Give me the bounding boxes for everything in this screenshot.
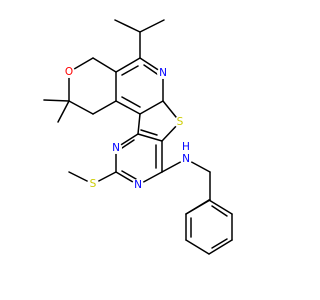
thioether-sulfur-label: S	[90, 178, 97, 190]
pyrimidine-nitrogen-top-label: N	[112, 142, 120, 154]
amine-nitrogen-label: N	[182, 153, 190, 165]
bond-thiophene-to-pyridine	[137, 113, 141, 135]
bond-gem-dimethyl-down	[57, 100, 70, 123]
atom-label-layer: O N S N N S N H	[63, 66, 192, 191]
bond-isopropyl-ch-to-methyl-right	[139, 19, 165, 33]
thiophene-sulfur-bg	[174, 116, 186, 128]
bond-phenyl-double-3	[211, 205, 228, 217]
pyridine-nitrogen-label: N	[159, 67, 167, 79]
bond-pyridine-upper-left-double	[121, 65, 139, 76]
pyrimidine-nitrogen-top-bg	[110, 142, 122, 154]
bond-pyridine-fusion	[139, 100, 164, 115]
bond-layer	[43, 19, 233, 255]
bond-isopropyl-ch-to-methyl-left	[114, 19, 141, 33]
pyran-oxygen-label: O	[65, 66, 73, 78]
bond-phenyl-double-2	[211, 238, 228, 249]
bond-pyran-cq-to-ch2	[68, 100, 94, 115]
amine-hydrogen-label: H	[182, 141, 190, 153]
bond-thiophene-c-to-c	[137, 133, 163, 142]
bond-gem-dimethyl-left	[43, 99, 70, 102]
bond-pyran-ch2-to-ring	[92, 57, 117, 73]
bond-pyrimidine-c-n-bottom-double	[121, 170, 137, 180]
bond-pyridine-lower-left	[115, 100, 141, 115]
thioether-sulfur-bg	[87, 178, 99, 190]
molecule-structure: O N S N N S N H	[43, 19, 233, 255]
bond-pyridine-lower-left-double	[121, 96, 141, 108]
pyrimidine-nitrogen-bottom-bg	[132, 179, 144, 191]
bond-phenyl-5	[208, 199, 233, 215]
amine-nitrogen-bg	[180, 153, 192, 165]
amine-hydrogen-bg	[181, 142, 191, 152]
pyrimidine-nitrogen-bottom-label: N	[134, 179, 142, 191]
bond-phenyl-6	[185, 199, 210, 215]
bond-phenyl-3	[208, 239, 233, 255]
bond-pyran-ch2-to-ring-bottom	[92, 100, 117, 115]
pyran-oxygen-bg	[63, 66, 75, 78]
thiophene-sulfur-label: S	[177, 116, 184, 128]
bond-phenyl-2	[185, 239, 210, 255]
pyridine-nitrogen-bg	[157, 67, 169, 79]
bond-thiophene-c-c-double	[140, 129, 158, 136]
bond-pyridine-upper-left	[115, 57, 141, 73]
